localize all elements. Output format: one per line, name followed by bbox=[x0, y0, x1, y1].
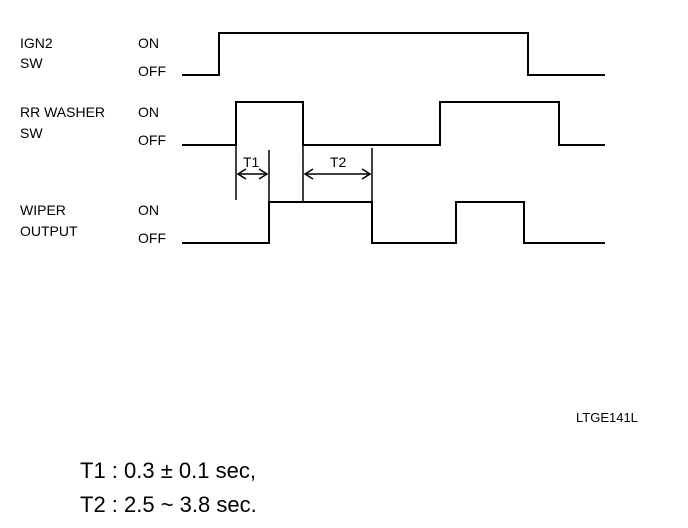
figure-code: LTGE141L bbox=[576, 410, 638, 425]
wiper-label-line2: OUTPUT bbox=[20, 223, 78, 239]
washer-off-label: OFF bbox=[138, 132, 166, 148]
t2-note: T2 : 2.5 ~ 3.8 sec. bbox=[80, 492, 257, 517]
t1-note: T1 : 0.3 ± 0.1 sec, bbox=[80, 458, 256, 483]
ign2-on-label: ON bbox=[138, 35, 159, 51]
ign2-off-label: OFF bbox=[138, 63, 166, 79]
ign2-label-line1: IGN2 bbox=[20, 35, 53, 51]
washer-on-label: ON bbox=[138, 104, 159, 120]
t1-dimension: T1 bbox=[235, 145, 270, 202]
wiper-on-label: ON bbox=[138, 202, 159, 218]
wiper-label-line1: WIPER bbox=[20, 202, 66, 218]
t1-label: T1 bbox=[243, 154, 260, 170]
washer-label-line1: RR WASHER bbox=[20, 104, 105, 120]
washer-waveform bbox=[182, 101, 605, 146]
washer-label-line2: SW bbox=[20, 125, 43, 141]
t2-label: T2 bbox=[330, 154, 347, 170]
ign2-label-line2: SW bbox=[20, 55, 43, 71]
wiper-waveform bbox=[182, 201, 605, 244]
t2-dimension: T2 bbox=[302, 145, 373, 202]
ign2-waveform bbox=[182, 32, 605, 76]
wiper-off-label: OFF bbox=[138, 230, 166, 246]
